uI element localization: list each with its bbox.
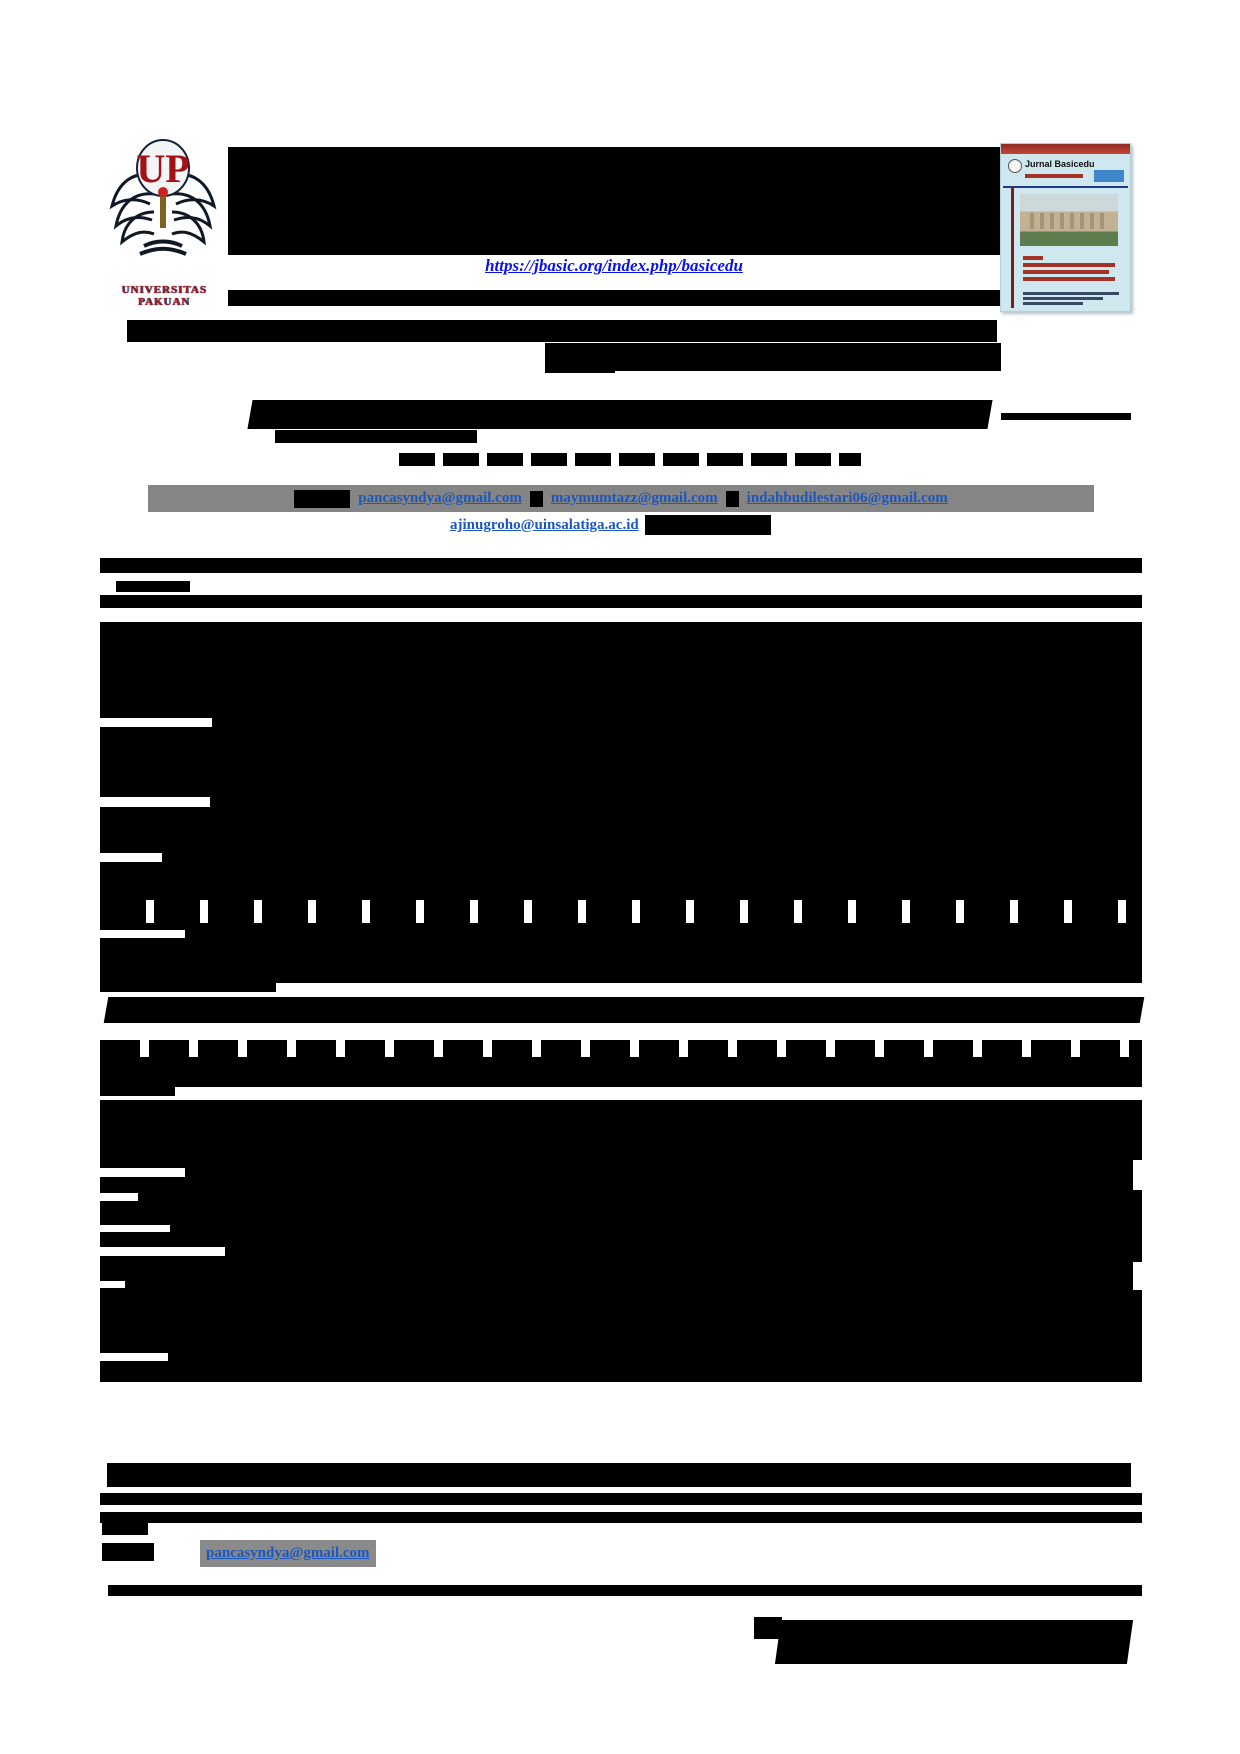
text-line-gap	[100, 1353, 168, 1361]
text-line-gap	[100, 853, 162, 862]
logo-caption-line2: PAKUAN	[137, 296, 191, 308]
redacted-text-block	[107, 1463, 1131, 1487]
redacted-separator	[725, 490, 739, 507]
text-line-gap	[100, 1225, 170, 1232]
redacted-text-block	[108, 1585, 1142, 1596]
author-email-2[interactable]: maymumtazz@gmail.com	[550, 490, 718, 506]
redacted-text-block	[228, 290, 1000, 306]
cover-text-line	[1023, 277, 1115, 281]
journal-url-line: https://jbasic.org/index.php/basicedu	[228, 256, 1000, 276]
text-line-gap	[100, 797, 210, 807]
redacted-text-block	[100, 1100, 1142, 1382]
cover-subtitle-line	[1025, 174, 1083, 178]
redacted-text-block	[100, 923, 1142, 983]
redacted-text-block	[100, 983, 276, 992]
redacted-text-block	[100, 1512, 1142, 1523]
text-line-gap	[100, 718, 212, 727]
svg-text:UP: UP	[136, 146, 189, 191]
cover-text-line	[1023, 297, 1103, 300]
text-line-gap	[1133, 1160, 1142, 1190]
text-line-gap	[100, 1168, 185, 1177]
redacted-text-block	[228, 147, 1000, 255]
cover-text-line	[1023, 292, 1119, 295]
redacted-word-row	[100, 1040, 1142, 1057]
cover-text-line	[1023, 270, 1109, 274]
cover-text-line	[1023, 256, 1043, 260]
cover-logo-icon	[1008, 159, 1022, 173]
cover-text-line	[1023, 302, 1083, 305]
redacted-text-block	[545, 368, 615, 373]
cover-building-photo	[1020, 194, 1118, 246]
cover-text-line	[1023, 263, 1115, 267]
text-line-gap	[100, 1193, 138, 1201]
cover-top-bar	[1001, 144, 1130, 154]
redacted-text-block	[774, 1620, 1134, 1664]
text-line-gap	[1133, 1262, 1142, 1290]
redacted-text-block	[100, 558, 1142, 573]
text-line-gap	[100, 930, 185, 938]
redacted-text-block	[100, 1493, 1142, 1505]
cover-left-stripe	[1011, 186, 1014, 308]
university-logo-caption: UNIVERSITAS PAKUAN	[104, 284, 224, 308]
redacted-text-block	[100, 1057, 1142, 1087]
author-email-1[interactable]: pancasyndya@gmail.com	[358, 490, 522, 506]
cover-rule	[1003, 186, 1128, 188]
author-emails-row: pancasyndya@gmail.com maymumtazz@gmail.c…	[148, 485, 1094, 512]
redacted-text-block	[545, 343, 1001, 371]
journal-cover-thumbnail: Jurnal Basicedu	[1000, 143, 1131, 312]
redacted-word-row	[100, 900, 1142, 923]
redacted-separator	[644, 515, 771, 535]
redacted-text-block	[247, 400, 993, 429]
text-line-gap	[100, 1281, 125, 1288]
redacted-text-block	[275, 430, 477, 443]
logo-caption-line1: UNIVERSITAS	[121, 284, 207, 296]
redacted-text-block	[103, 997, 1145, 1023]
text-line-gap	[100, 1247, 225, 1256]
redacted-text-block	[100, 622, 1142, 900]
redacted-text-block	[1001, 413, 1131, 420]
university-logo: UP	[104, 128, 222, 286]
redacted-word-row	[399, 453, 861, 466]
redacted-text-block	[100, 1087, 175, 1096]
cover-accent-box	[1094, 170, 1124, 182]
author-emails-row-2: ajinugroho@uinsalatiga.ac.id	[450, 512, 771, 538]
redacted-text-block	[100, 595, 1142, 608]
redacted-email-label	[294, 489, 351, 508]
redacted-text-block	[116, 581, 190, 592]
journal-url-link[interactable]: https://jbasic.org/index.php/basicedu	[485, 256, 743, 275]
university-logo-emblem: UP	[109, 139, 217, 256]
corresponding-email-highlight: pancasyndya@gmail.com	[200, 1540, 376, 1567]
redacted-text-block	[102, 1543, 154, 1561]
redacted-text-block	[127, 320, 997, 342]
cover-title: Jurnal Basicedu	[1025, 159, 1095, 169]
redacted-text-block	[754, 1617, 782, 1639]
redacted-text-block	[102, 1523, 148, 1535]
corresponding-email-link[interactable]: pancasyndya@gmail.com	[206, 1545, 370, 1561]
author-email-3[interactable]: indahbudilestari06@gmail.com	[746, 490, 948, 506]
redacted-separator	[529, 490, 543, 507]
author-email-4[interactable]: ajinugroho@uinsalatiga.ac.id	[450, 516, 639, 533]
